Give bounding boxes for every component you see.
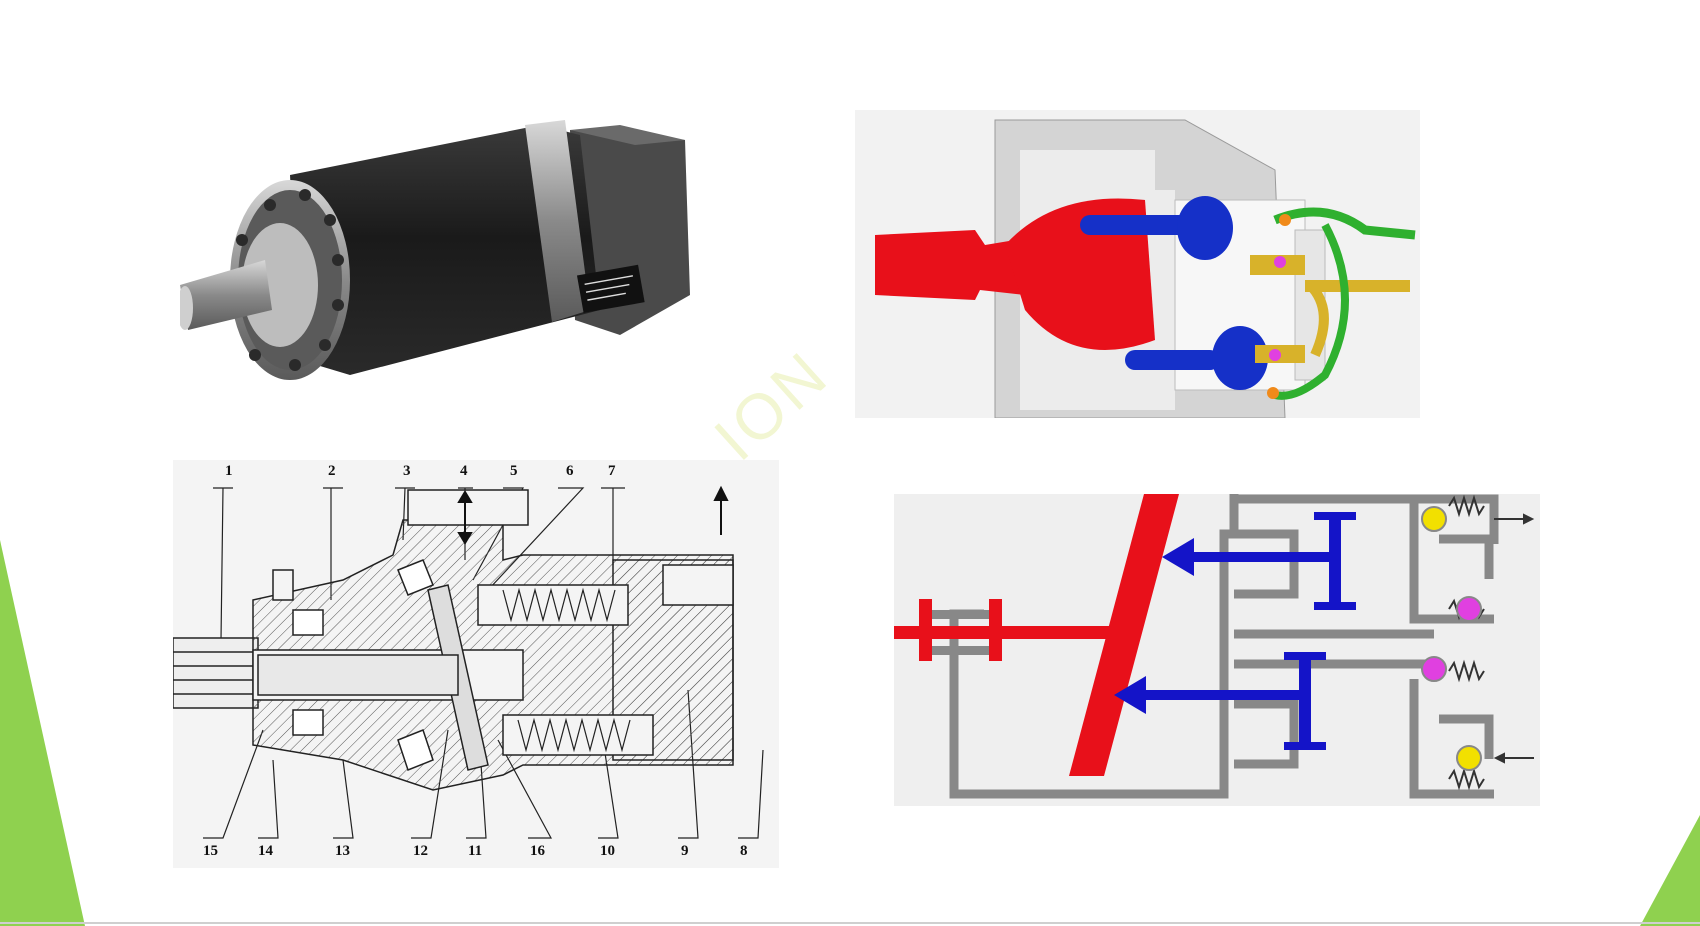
label-6: 6	[566, 463, 574, 479]
motor-photo	[180, 120, 700, 405]
label-10: 10	[600, 843, 615, 859]
label-3: 3	[403, 463, 411, 479]
label-14: 14	[258, 843, 274, 859]
label-4: 4	[460, 463, 468, 479]
label-7: 7	[608, 463, 616, 479]
label-13: 13	[335, 843, 350, 859]
cross-section-drawing: 1 2 3 4 5 6 7 15 14 13 12 11 16 10 9 8	[173, 460, 779, 868]
schematic-icon	[894, 494, 1535, 799]
label-2: 2	[328, 463, 336, 479]
cross-section-icon: 1 2 3 4 5 6 7 15 14 13 12 11 16 10 9 8	[173, 463, 764, 859]
pump-render-icon	[875, 119, 1416, 418]
label-8: 8	[740, 843, 748, 859]
label-12: 12	[413, 843, 428, 859]
motor-icon	[180, 120, 690, 380]
label-5: 5	[510, 463, 518, 479]
label-11: 11	[468, 843, 482, 859]
pump-schematic	[894, 494, 1540, 806]
label-1: 1	[225, 463, 233, 479]
label-16: 16	[530, 843, 546, 859]
accent-triangle-right	[1640, 815, 1700, 926]
label-9: 9	[681, 843, 689, 859]
pump-3d-render	[855, 110, 1420, 418]
label-15: 15	[203, 843, 218, 859]
accent-triangle-left	[0, 540, 85, 926]
